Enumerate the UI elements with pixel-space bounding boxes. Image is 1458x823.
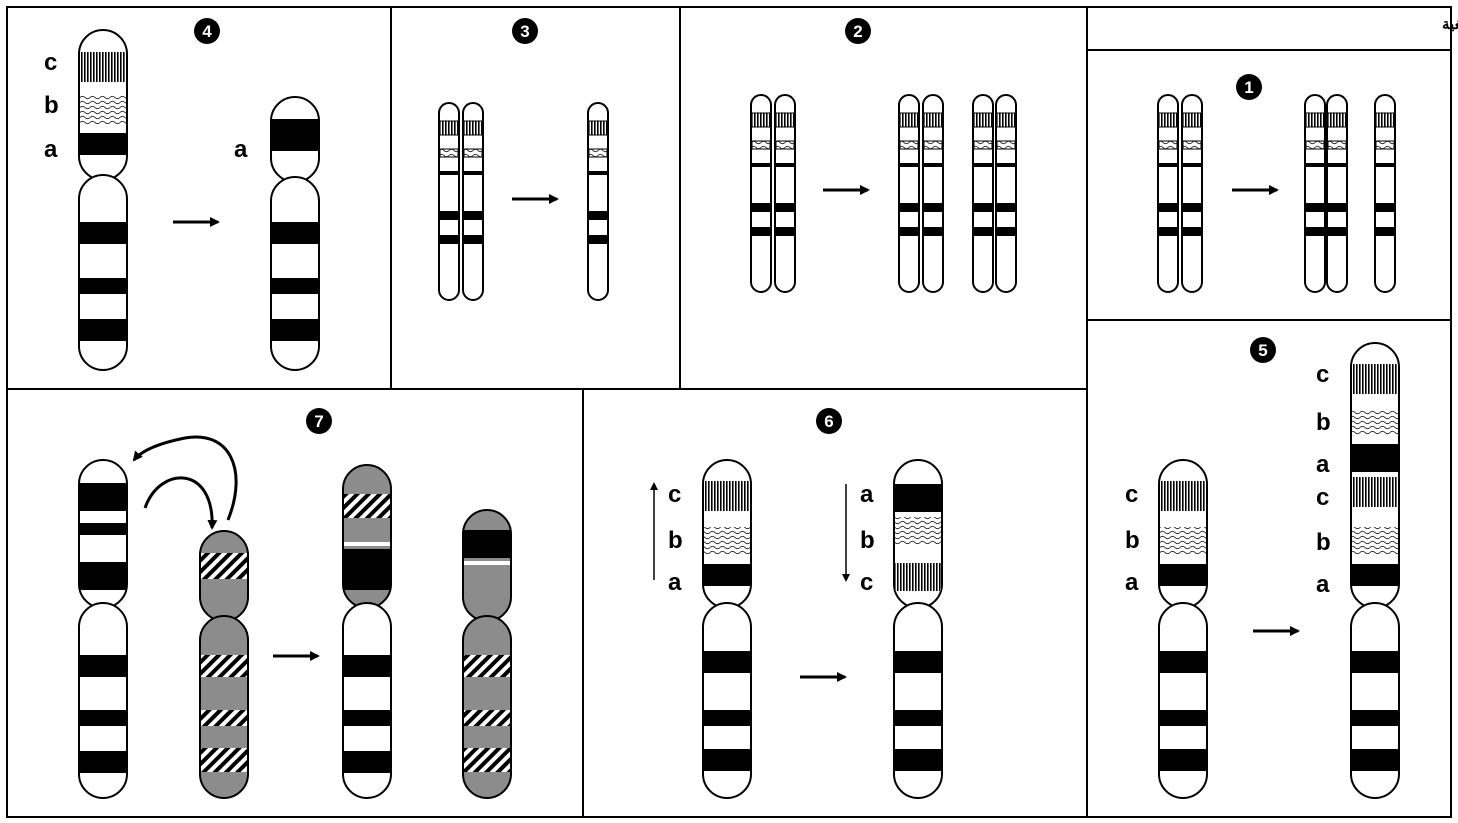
panel-3 (438, 102, 609, 301)
chromosome-after (1350, 342, 1400, 799)
panel-2 (750, 94, 1017, 293)
panel-number-3: 3 (512, 18, 538, 44)
band-labels-before: c b a (668, 481, 683, 596)
panel-7 (78, 435, 512, 799)
svg-text:5: 5 (1258, 341, 1267, 360)
svg-text:a: a (860, 481, 874, 508)
svg-text:1: 1 (1244, 78, 1253, 97)
chromosome-after (893, 459, 943, 799)
svg-text:c: c (1316, 484, 1329, 511)
svg-text:c: c (44, 49, 57, 76)
white-chromosome-before (78, 459, 128, 799)
band-label-after: a (234, 136, 248, 163)
svg-text:a: a (1316, 451, 1330, 478)
grey-chromosome-after (462, 509, 512, 799)
document-title: الوثيقة 4 : الطفرات الصبغية (1442, 16, 1458, 33)
svg-text:b: b (44, 92, 59, 119)
svg-text:4: 4 (202, 22, 212, 41)
chromosome-pair-before (438, 102, 484, 301)
svg-text:3: 3 (520, 22, 529, 41)
svg-text:2: 2 (853, 22, 862, 41)
panel-grid (6, 6, 1452, 818)
band-labels-before: c b a (1125, 481, 1140, 596)
panel-number-7: 7 (306, 408, 332, 434)
panel-number-2: 2 (845, 18, 871, 44)
chromosome-set-after (898, 94, 1017, 293)
svg-text:a: a (1125, 569, 1139, 596)
white-chromosome-after (342, 464, 392, 799)
svg-text:a: a (44, 136, 58, 163)
chromosome-set-after (1304, 94, 1396, 293)
svg-text:c: c (1316, 361, 1329, 388)
svg-text:c: c (860, 569, 873, 596)
panel-number-1: 1 (1236, 74, 1262, 100)
panel-number-4: 4 (194, 18, 220, 44)
chromosome-before (702, 459, 752, 799)
panel-4: c b a a (44, 29, 320, 371)
svg-text:7: 7 (314, 412, 323, 431)
svg-text:b: b (1316, 529, 1331, 556)
panel-6: c b a a b c (650, 459, 943, 799)
svg-text:a: a (668, 569, 682, 596)
svg-text:a: a (1316, 571, 1330, 598)
band-labels-after: a b c (860, 481, 875, 596)
svg-text:b: b (668, 527, 683, 554)
panel-number-5: 5 (1250, 337, 1276, 363)
svg-text:6: 6 (824, 412, 833, 431)
svg-text:b: b (1125, 527, 1140, 554)
panel-5: c b a c b a c b a (1125, 342, 1400, 799)
chromosome-after (270, 96, 320, 371)
panel-number-6: 6 (816, 408, 842, 434)
svg-text:c: c (668, 481, 681, 508)
panel-1 (1157, 94, 1396, 293)
chromosome-pair-before (1157, 94, 1203, 293)
svg-text:b: b (860, 527, 875, 554)
exchange-arrow-icon (132, 435, 238, 521)
chromosome-after (587, 102, 609, 301)
chromosome-pair-before (750, 94, 796, 293)
grey-chromosome-before (199, 530, 249, 799)
exchange-arrow-icon (143, 476, 218, 530)
band-labels-before: c b a (44, 49, 59, 163)
svg-text:c: c (1125, 481, 1138, 508)
chromosome-before (78, 29, 128, 371)
band-labels-after: c b a c b a (1316, 361, 1331, 598)
chromosome-before (1158, 459, 1208, 799)
svg-text:b: b (1316, 409, 1331, 436)
